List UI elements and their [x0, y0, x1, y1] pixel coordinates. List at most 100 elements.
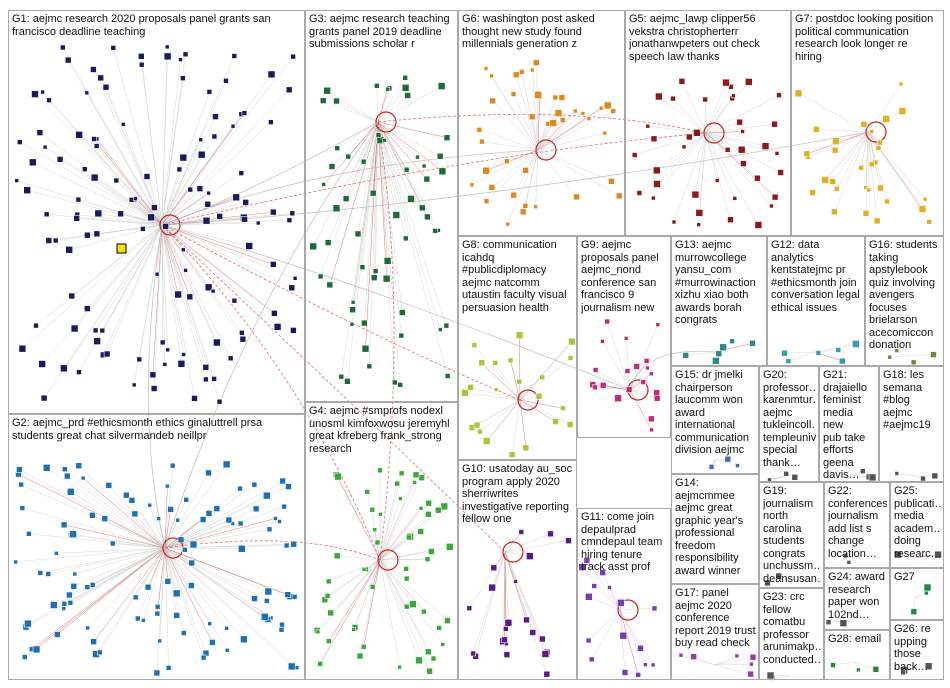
graph-edge	[323, 121, 379, 185]
graph-node	[186, 293, 194, 301]
graph-node	[224, 625, 229, 631]
graph-edge	[41, 224, 163, 365]
group-panel-g1: G1: aejmc research 2020 proposals panel …	[8, 10, 305, 414]
graph-edge	[87, 547, 166, 629]
graph-node	[231, 53, 238, 59]
graph-edge	[161, 46, 168, 226]
group-label-g16: G16: students taking apstylebook quiz in…	[869, 239, 938, 351]
graph-node	[38, 360, 47, 368]
graph-node	[290, 53, 296, 60]
graph-node	[231, 297, 238, 304]
graph-node	[425, 499, 432, 507]
graph-node	[290, 327, 297, 334]
graph-edge	[537, 110, 576, 151]
group-label-g3: G3: aejmc research teaching grants panel…	[309, 13, 450, 50]
graph-node	[143, 173, 151, 180]
graph-node	[923, 583, 932, 592]
graph-node	[900, 669, 906, 676]
graph-node	[75, 196, 82, 203]
graph-edge	[481, 141, 539, 151]
graph-node	[40, 89, 45, 95]
graph-node	[740, 129, 745, 134]
graph-node	[515, 331, 524, 340]
graph-edge	[835, 131, 869, 151]
graph-node	[712, 357, 720, 365]
graph-node	[461, 389, 469, 397]
graph-node	[398, 496, 403, 501]
graph-edge	[161, 224, 243, 333]
group-label-g23: G23: crc fellow comatbu professor arunim…	[763, 591, 821, 666]
graph-node	[421, 608, 427, 615]
graph-node	[154, 271, 160, 277]
graph-edge	[337, 555, 381, 561]
graph-node	[366, 363, 373, 370]
graph-node	[482, 166, 491, 175]
graph-node	[560, 405, 566, 412]
graph-edge	[161, 224, 275, 314]
graph-edge	[161, 224, 207, 380]
graph-node	[213, 505, 221, 512]
graph-edge	[113, 47, 163, 226]
graph-node	[180, 75, 186, 81]
graph-edge	[714, 655, 737, 666]
graph-node	[60, 364, 68, 373]
graph-edge	[161, 224, 206, 368]
inter-group-edge	[164, 121, 379, 549]
graph-node	[839, 619, 848, 628]
graph-node	[552, 94, 559, 101]
graph-node	[349, 321, 355, 327]
inter-group-edge	[161, 224, 521, 401]
graph-node	[859, 468, 866, 475]
graph-node	[774, 151, 780, 156]
graph-edge	[143, 547, 166, 621]
graph-node	[68, 292, 76, 300]
group-label-g18: G18: les semana #blog aejmc #aejmc19	[883, 369, 931, 431]
group-panel-g10: G10: usatoday au_soc program apply 2020 …	[458, 460, 577, 680]
graph-node	[749, 339, 756, 347]
graph-edge	[602, 341, 631, 391]
graph-node	[36, 129, 44, 136]
graph-edge	[357, 121, 379, 234]
graph-node	[28, 158, 37, 167]
graph-node	[198, 137, 203, 142]
graph-edge	[93, 69, 163, 226]
graph-node	[736, 118, 743, 126]
graph-node	[197, 150, 206, 159]
graph-node	[403, 603, 410, 610]
graph-edge	[341, 121, 379, 377]
graph-node	[910, 608, 918, 616]
graph-edge	[164, 547, 213, 643]
graph-node	[203, 376, 209, 383]
graph-node	[181, 352, 186, 357]
graph-node	[415, 656, 423, 665]
group-label-g4: G4: aejmc #smprofs nodexl unosml kimfoxw…	[309, 405, 450, 455]
graph-node	[643, 358, 650, 364]
group-label-g25: G25: publicati… media academ… doing rese…	[894, 485, 941, 560]
graph-edge	[164, 523, 241, 549]
graph-node	[375, 132, 382, 138]
graph-node	[240, 635, 248, 644]
graph-node	[729, 338, 735, 345]
graph-edge	[161, 224, 231, 359]
graph-node	[434, 506, 442, 514]
graph-node	[333, 97, 340, 105]
graph-node	[402, 235, 409, 242]
graph-edge	[164, 520, 178, 549]
graph-node	[326, 281, 334, 289]
graph-edge	[492, 100, 539, 151]
graph-edge	[369, 121, 379, 367]
group-label-g8: G8: communication icahdq #publicdiplomac…	[462, 239, 567, 314]
group-panel-g7: G7: postdoc looking position political c…	[791, 10, 944, 236]
graph-node	[45, 237, 53, 244]
graph-node	[13, 559, 18, 565]
graph-node	[573, 193, 580, 201]
graph-node	[72, 571, 78, 577]
graph-edge	[22, 224, 163, 349]
graph-node	[206, 89, 213, 95]
graph-node	[714, 178, 720, 183]
graph-node	[604, 318, 611, 325]
graph-node	[225, 516, 233, 524]
graph-node	[16, 466, 23, 473]
graph-edge	[48, 100, 163, 226]
graph-node	[92, 327, 99, 334]
